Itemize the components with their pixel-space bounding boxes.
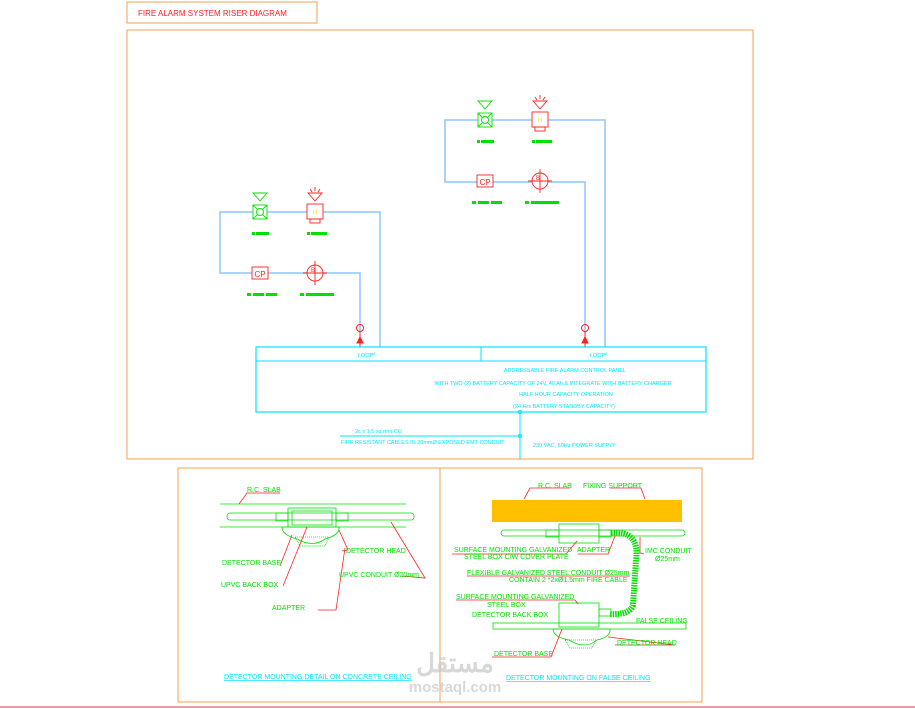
riser-frame (126, 29, 754, 460)
device-tag-bar (256, 232, 269, 235)
svg-text:LOOP2: LOOP2 (590, 351, 608, 359)
steel-box-cover-label-1: SURFACE MOUNTING GALVANIZED (454, 547, 572, 554)
call-point-icon: CP (251, 266, 269, 280)
device-tag-bar (477, 140, 480, 143)
concrete-detail-title: DETECTOR MOUNTING DETAIL ON CONCRETE CEI… (224, 674, 412, 681)
panel-line-3: HALF HOUR CAPACITY OPERATION (519, 392, 613, 398)
device-tag-bar (300, 293, 304, 296)
device-tag-bar (472, 201, 476, 204)
horn-label: H (538, 118, 542, 124)
concrete-base-label: DETECTOR BASE (222, 560, 281, 567)
concrete-ceiling-detail (220, 503, 415, 547)
device-tag-bar (311, 232, 327, 235)
device-tag-bar (247, 293, 251, 296)
concrete-slab-label: R.C. SLAB (247, 487, 281, 494)
horn-strobe-icon: H (531, 95, 549, 132)
loop-1-wiring (219, 211, 381, 347)
device-tag-bar (478, 201, 489, 204)
loop-1-devices: H CP B (247, 187, 334, 296)
concrete-head-label: DETECTOR HEAD (346, 548, 406, 555)
panel-line-2: WITH TWO (2) BATTERY CAPACITY OF 24V, 40… (434, 381, 671, 387)
watermark-latin: mostaql.com (409, 679, 502, 696)
bell-icon: B (528, 169, 552, 193)
steel-box-cover-label-2: STEEL BOX C/W COVER PLATE (464, 554, 569, 561)
device-tag-bar (532, 140, 535, 143)
cable-spec: 2c x 1.5 sq.mm CU (355, 429, 402, 435)
device-tag-bar (307, 232, 310, 235)
power-feed: 2c x 1.5 sq.mm CU FIRE RESISTANT CABLES … (340, 410, 616, 459)
loop-1-terminal-icon (356, 324, 364, 347)
flex-conduit-label: FLEXIBLE GALVANIZED STEEL CONDUIT Ø25mm (467, 570, 630, 577)
conduit-spec: FIRE RESISTANT CABLES IN 20mmØ EXPOSED E… (341, 440, 505, 446)
loop-2-devices: H CP B (472, 95, 559, 204)
bell-label: B (311, 268, 315, 274)
device-tag-bar (531, 201, 559, 204)
device-tag-bar (253, 293, 264, 296)
imc-conduit-label: IMC CONDUIT (645, 548, 692, 555)
imc-conduit-size: Ø25mm (655, 556, 680, 563)
concrete-ceiling-leaders (238, 492, 426, 611)
false-ceiling-label: FALSE CEILING (636, 618, 688, 625)
call-point-icon: CP (476, 174, 494, 188)
false-base-label: DETECTOR BASE (494, 651, 553, 658)
device-tag-bar (536, 140, 552, 143)
device-tag-bar (266, 293, 277, 296)
false-ceiling-detail (492, 500, 687, 649)
device-tag-bar (491, 201, 502, 204)
horn-label: H (313, 210, 317, 216)
power-supply-spec: 230 VAC, 60Hz POWER SUPPLY (533, 443, 616, 449)
bell-label: B (536, 176, 540, 182)
loop-2-terminal-icon (581, 324, 589, 347)
false-ceiling-leaders (452, 487, 676, 658)
bell-icon: B (303, 261, 327, 285)
device-tag-bar (306, 293, 334, 296)
loop-2-number: 2 (605, 351, 608, 356)
concrete-adapter-label: ADAPTER (272, 605, 305, 612)
svg-text:LOOP1: LOOP1 (358, 351, 376, 359)
device-tag-bar (252, 232, 255, 235)
concrete-conduit-label: UPVC CONDUIT Ø20mm (339, 572, 419, 579)
steel-box-label-1: SURFACE MOUNTING GALVANIZED (456, 594, 574, 601)
false-adapter-label: ADAPTER (577, 547, 610, 554)
call-point-label: CP (479, 178, 490, 187)
false-backbox-label: DETECTOR BACK BOX (472, 612, 548, 619)
horn-strobe-icon: H (306, 187, 324, 224)
control-panel: LOOP1 LOOP2 ADDRESSABLE FIRE ALARM CONTR… (255, 346, 707, 413)
call-point-label: CP (254, 270, 265, 279)
smoke-detector-icon (477, 100, 493, 128)
device-tag-bar (525, 201, 529, 204)
loop-1-number: 1 (373, 351, 376, 356)
false-detail-title: DETECTOR MOUNTING ON FALSE CEILING (506, 675, 651, 682)
false-slab-label: R.C. SLAB (538, 483, 572, 490)
loop-2-wiring (444, 119, 606, 347)
false-head-label: DETECTOR HEAD (617, 640, 677, 647)
flex-cable-label: CONTAIN 2 *2xØ1.5mm FIRE CABLE (509, 577, 628, 584)
panel-line-1: ADDRESSABLE FIRE ALARM CONTROL PANEL (504, 368, 626, 374)
diagram-title: FIRE ALARM SYSTEM RISER DIAGRAM (138, 9, 287, 18)
steel-box-label-2: STEEL BOX (487, 602, 526, 609)
loop-2-label: LOOP (590, 353, 606, 359)
loop-1-label: LOOP (358, 353, 374, 359)
device-tag-bar (481, 140, 494, 143)
panel-line-4: (24 Hrs BATTERY STANDBY CAPACITY) (513, 404, 615, 410)
concrete-backbox-label: UPVC BACK BOX (221, 582, 279, 589)
watermark-arabic: مستقل (416, 648, 494, 678)
smoke-detector-icon (252, 192, 268, 220)
fixing-support-label: FIXING SUPPORT (583, 483, 643, 490)
title-box (126, 1, 318, 24)
